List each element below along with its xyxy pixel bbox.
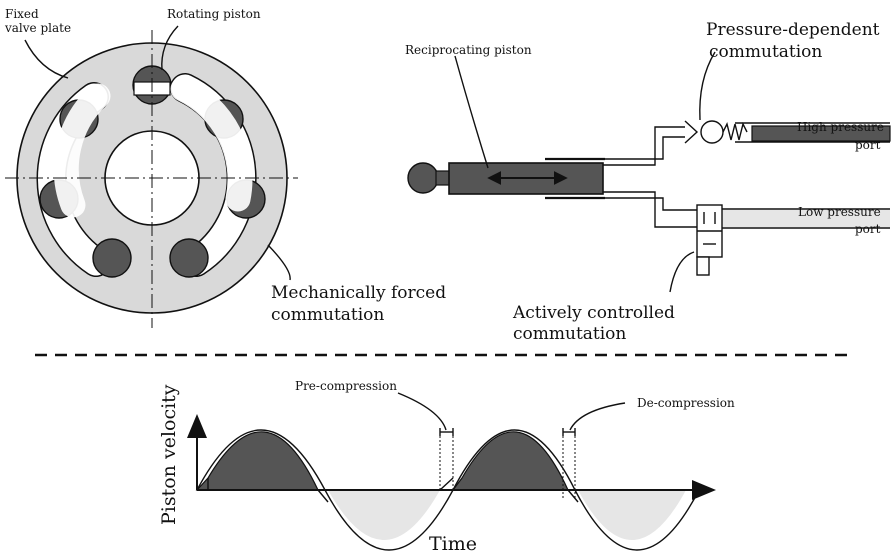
port-overlay-right xyxy=(170,76,253,212)
solenoid-actuator xyxy=(696,256,710,276)
leader-actively-controlled xyxy=(669,251,695,293)
label-high-pressure-1: High pressure xyxy=(797,120,884,134)
leader-reciprocating-piston xyxy=(454,55,489,169)
label-high-pressure-2: port xyxy=(855,138,881,152)
label-rotating-piston: Rotating piston xyxy=(167,7,261,21)
label-reciprocating-piston: Reciprocating piston xyxy=(405,43,532,57)
leader-de-compression xyxy=(569,402,626,431)
tick xyxy=(567,489,579,503)
lobe-negative-1 xyxy=(328,490,440,540)
label-mechanically-forced-1: Mechanically forced xyxy=(271,283,446,303)
label-actively-controlled-1: Actively controlled xyxy=(512,303,675,323)
tick xyxy=(317,489,329,503)
tick xyxy=(439,477,454,491)
check-valve-ball xyxy=(700,120,724,144)
label-low-pressure-1: Low pressure xyxy=(798,205,881,219)
label-mechanically-forced-2: commutation xyxy=(271,305,384,325)
label-low-pressure-2: port xyxy=(855,222,881,236)
label-de-compression: De-compression xyxy=(637,396,735,410)
label-actively-controlled-2: commutation xyxy=(513,324,626,344)
label-pressure-dependent-2: commutation xyxy=(709,42,822,62)
velocity-plot xyxy=(187,392,716,551)
lobe-positive-1 xyxy=(195,431,319,491)
line-to-low-pressure-inner xyxy=(566,197,697,211)
port-overlay-left xyxy=(53,83,111,218)
lobe-negative-2 xyxy=(578,490,686,540)
leader-pressure-dependent xyxy=(699,51,716,121)
linear-piston-unit xyxy=(407,51,891,293)
leader-mechanically-forced xyxy=(267,244,291,281)
radial-piston-unit xyxy=(5,25,298,328)
label-pressure-dependent-1: Pressure-dependent xyxy=(706,20,880,40)
piston-rod xyxy=(435,170,451,186)
piston xyxy=(92,238,132,278)
high-pressure-pipe xyxy=(751,125,891,142)
line-to-high-pressure-inner xyxy=(566,136,685,160)
piston xyxy=(169,238,209,278)
line-to-low-pressure xyxy=(603,191,697,228)
line-to-high-pressure xyxy=(603,126,685,166)
lobe-positive-2 xyxy=(451,431,569,491)
check-valve-seat xyxy=(684,120,699,144)
piston-rod-end xyxy=(407,162,439,194)
leader-pre-compression xyxy=(397,392,447,431)
low-pressure-pipe xyxy=(722,210,890,227)
leader-fixed-valve-plate xyxy=(24,39,69,79)
label-fixed-valve-plate-2: valve plate xyxy=(4,21,71,35)
check-valve-spring xyxy=(722,121,748,141)
label-pre-compression: Pre-compression xyxy=(295,379,397,393)
x-axis-label: Time xyxy=(429,533,477,553)
label-fixed-valve-plate-1: Fixed xyxy=(5,7,39,21)
leader-rotating-piston xyxy=(161,25,179,71)
y-axis-label: Piston velocity xyxy=(158,384,180,525)
